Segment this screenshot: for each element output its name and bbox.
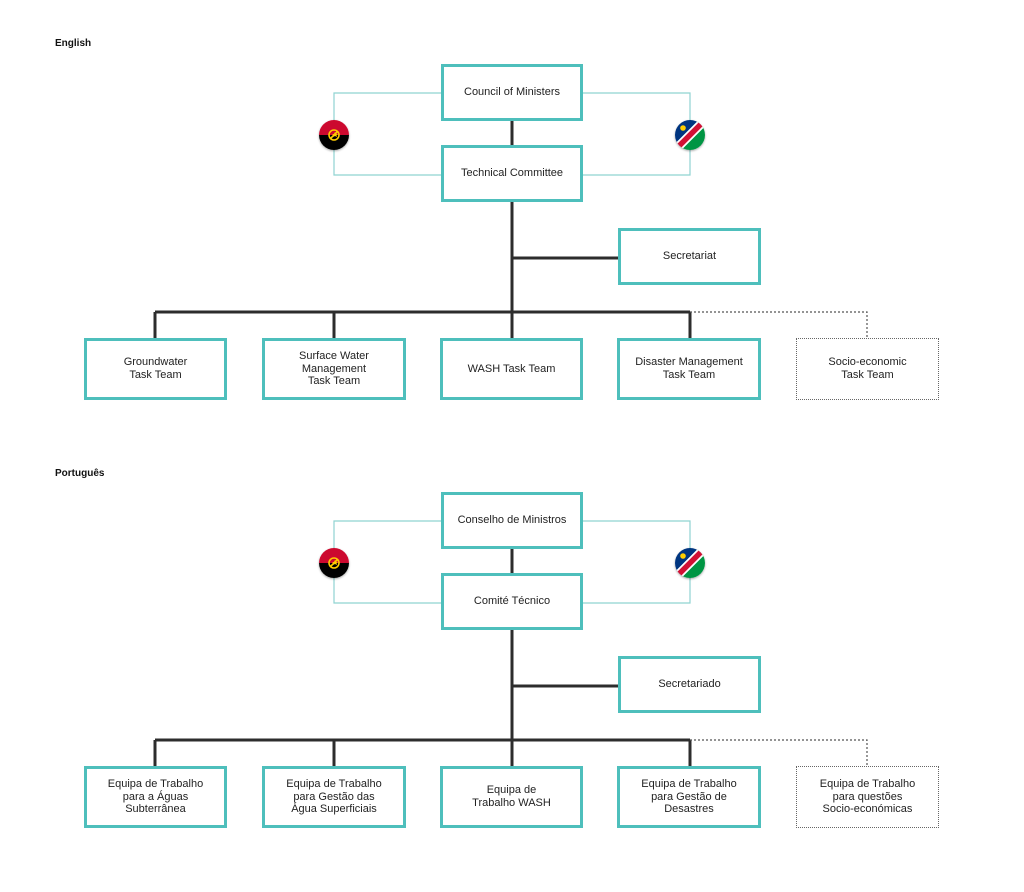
team-box-4: Equipa de Trabalho para Gestão de Desast… [617, 766, 761, 828]
angola-flag-icon [319, 120, 349, 150]
team-box-2: Surface Water Management Task Team [262, 338, 406, 400]
team-box-1: Groundwater Task Team [84, 338, 227, 400]
team-box-5: Socio-economic Task Team [796, 338, 939, 400]
english-section: English Council of Ministers Technical C… [0, 0, 1024, 430]
team-box-5: Equipa de Trabalho para questões Socio-e… [796, 766, 939, 828]
technical-committee-box: Technical Committee [441, 145, 583, 202]
secretariat-box: Secretariado [618, 656, 761, 713]
council-of-ministers-box: Conselho de Ministros [441, 492, 583, 549]
secretariat-box: Secretariat [618, 228, 761, 285]
connector-lines [153, 92, 868, 340]
angola-flag-icon [319, 548, 349, 578]
portuguese-section: Português Conselho de Ministros Comité T… [0, 430, 1024, 860]
section-title: Português [55, 468, 105, 479]
team-box-3: Equipa de Trabalho WASH [440, 766, 583, 828]
namibia-flag-icon [675, 120, 705, 150]
section-title: English [55, 38, 92, 49]
technical-committee-box: Comité Técnico [441, 573, 583, 630]
council-of-ministers-box: Council of Ministers [441, 64, 583, 121]
team-box-3: WASH Task Team [440, 338, 583, 400]
team-box-4: Disaster Management Task Team [617, 338, 761, 400]
team-box-2: Equipa de Trabalho para Gestão das Água … [262, 766, 406, 828]
team-box-1: Equipa de Trabalho para a Águas Subterrâ… [84, 766, 227, 828]
namibia-flag-icon [675, 548, 705, 578]
